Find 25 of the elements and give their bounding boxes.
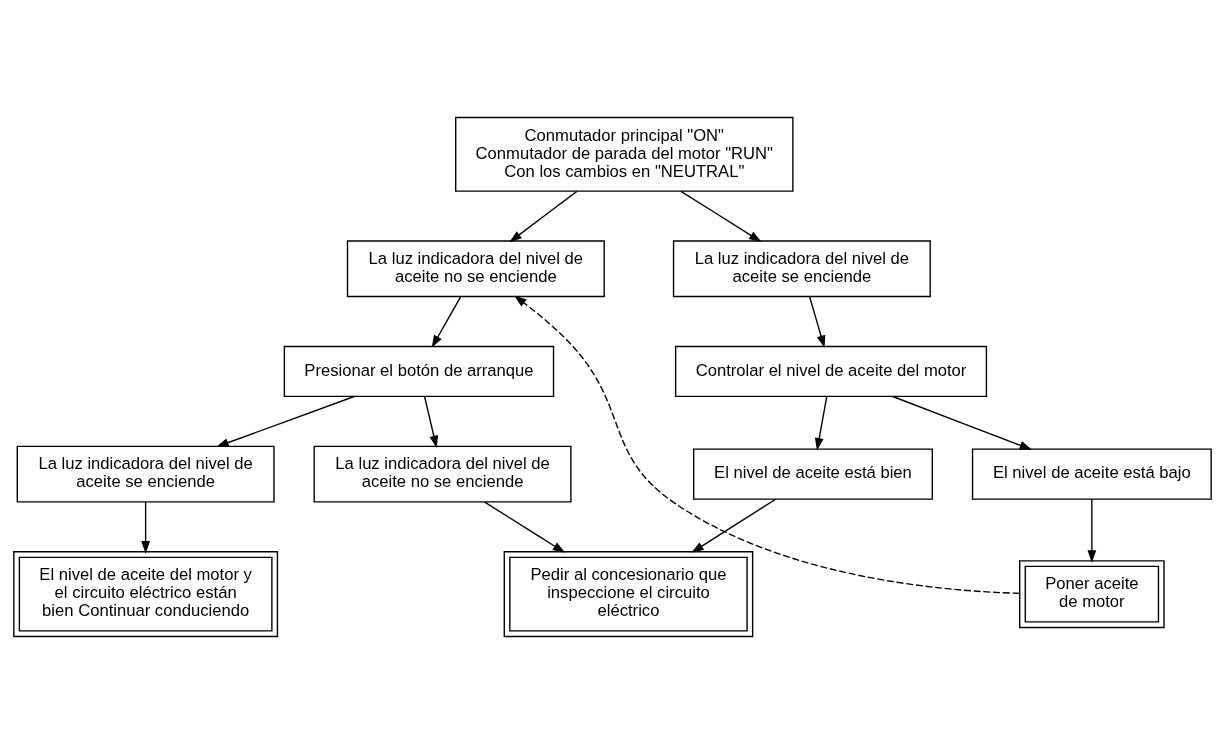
node-box: La luz indicadora del nivel de aceite se enciende [16,445,275,503]
arrow [1087,498,1097,563]
arrow [814,395,828,451]
node-box: El nivel de aceite del motor y el circuito eléctrico están bien Continuar conduciendo [13,550,279,637]
node-box: El nivel de aceite está bien [692,447,933,500]
node-box: La luz indicadora del nivel de aceite se enciende [672,239,931,297]
arrow [431,295,462,348]
arrow [141,500,150,554]
node-box: Controlar el nivel de aceite del motor [674,345,988,397]
arrow [892,395,1032,450]
arrow [809,295,826,348]
node-box: La luz indicadora del nivel de aceite no se enciende [346,239,605,297]
node-box: Poner aceite de motor [1019,559,1165,628]
arrow [509,190,578,242]
arrow [423,395,439,448]
arrow [691,498,777,553]
arrow [680,190,762,242]
node-box: El nivel de aceite está bajo [971,447,1212,500]
node-box: La luz indicadora del nivel de aceite no se enciende [313,445,572,503]
node-box: Pedir al concesionario que inspeccione el circuito eléctrico [503,550,754,637]
node-box: Presionar el botón de arranque [283,345,555,397]
arrow [484,500,566,553]
arrow [514,295,1020,594]
node-box: Conmutador principal "ON" Conmutador de parada del motor "RUN" Con los cambios en "NEUTRAL" [455,116,794,192]
arrow [216,395,355,447]
